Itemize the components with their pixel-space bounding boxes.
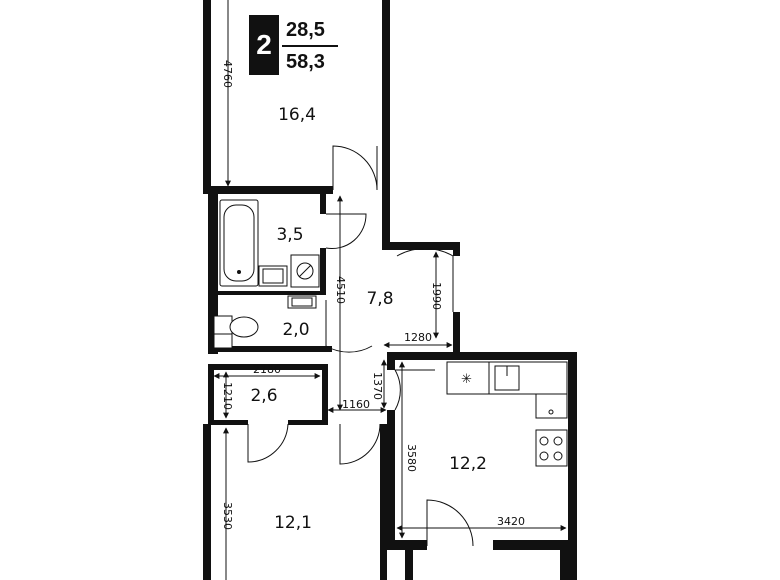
area-toilet: 2,0	[282, 320, 309, 340]
area-room-top: 16,4	[278, 105, 316, 125]
area-kitchen: 12,2	[449, 454, 487, 474]
dim-storage-width: 2180	[253, 363, 281, 376]
area-hall: 7,8	[366, 289, 393, 309]
area-bathroom: 3,5	[276, 225, 303, 245]
badge-divider	[282, 45, 338, 47]
stove-icon	[535, 429, 568, 467]
apartment-badge: 2 28,5 58,3	[249, 15, 349, 75]
dim-kitchen-door-offset: 1370	[371, 372, 384, 400]
dim-passage-width: 1160	[342, 398, 370, 411]
dim-kitchen-width: 3420	[497, 515, 525, 528]
cooker-hood-icon: ✳	[461, 371, 472, 386]
dim-hall-length: 4510	[334, 276, 347, 304]
living-area: 28,5	[286, 19, 325, 41]
dim-corridor-width: 1280	[404, 331, 432, 344]
area-storage: 2,6	[250, 386, 277, 406]
rooms-box	[249, 15, 279, 75]
area-room-bottom: 12,1	[274, 513, 312, 533]
dim-room-bottom-length: 3530	[221, 502, 234, 530]
doors	[247, 145, 474, 547]
fixtures: ✳	[213, 199, 568, 467]
dimension-lines	[213, 0, 567, 580]
room-count: 2	[256, 29, 272, 60]
dim-corridor-height: 1990	[430, 282, 443, 310]
total-area: 58,3	[286, 51, 325, 73]
dim-kitchen-depth: 3580	[405, 444, 418, 472]
dim-storage-depth: 1210	[221, 382, 234, 410]
dim-room-top-length: 4760	[221, 60, 234, 88]
walls	[203, 0, 577, 580]
